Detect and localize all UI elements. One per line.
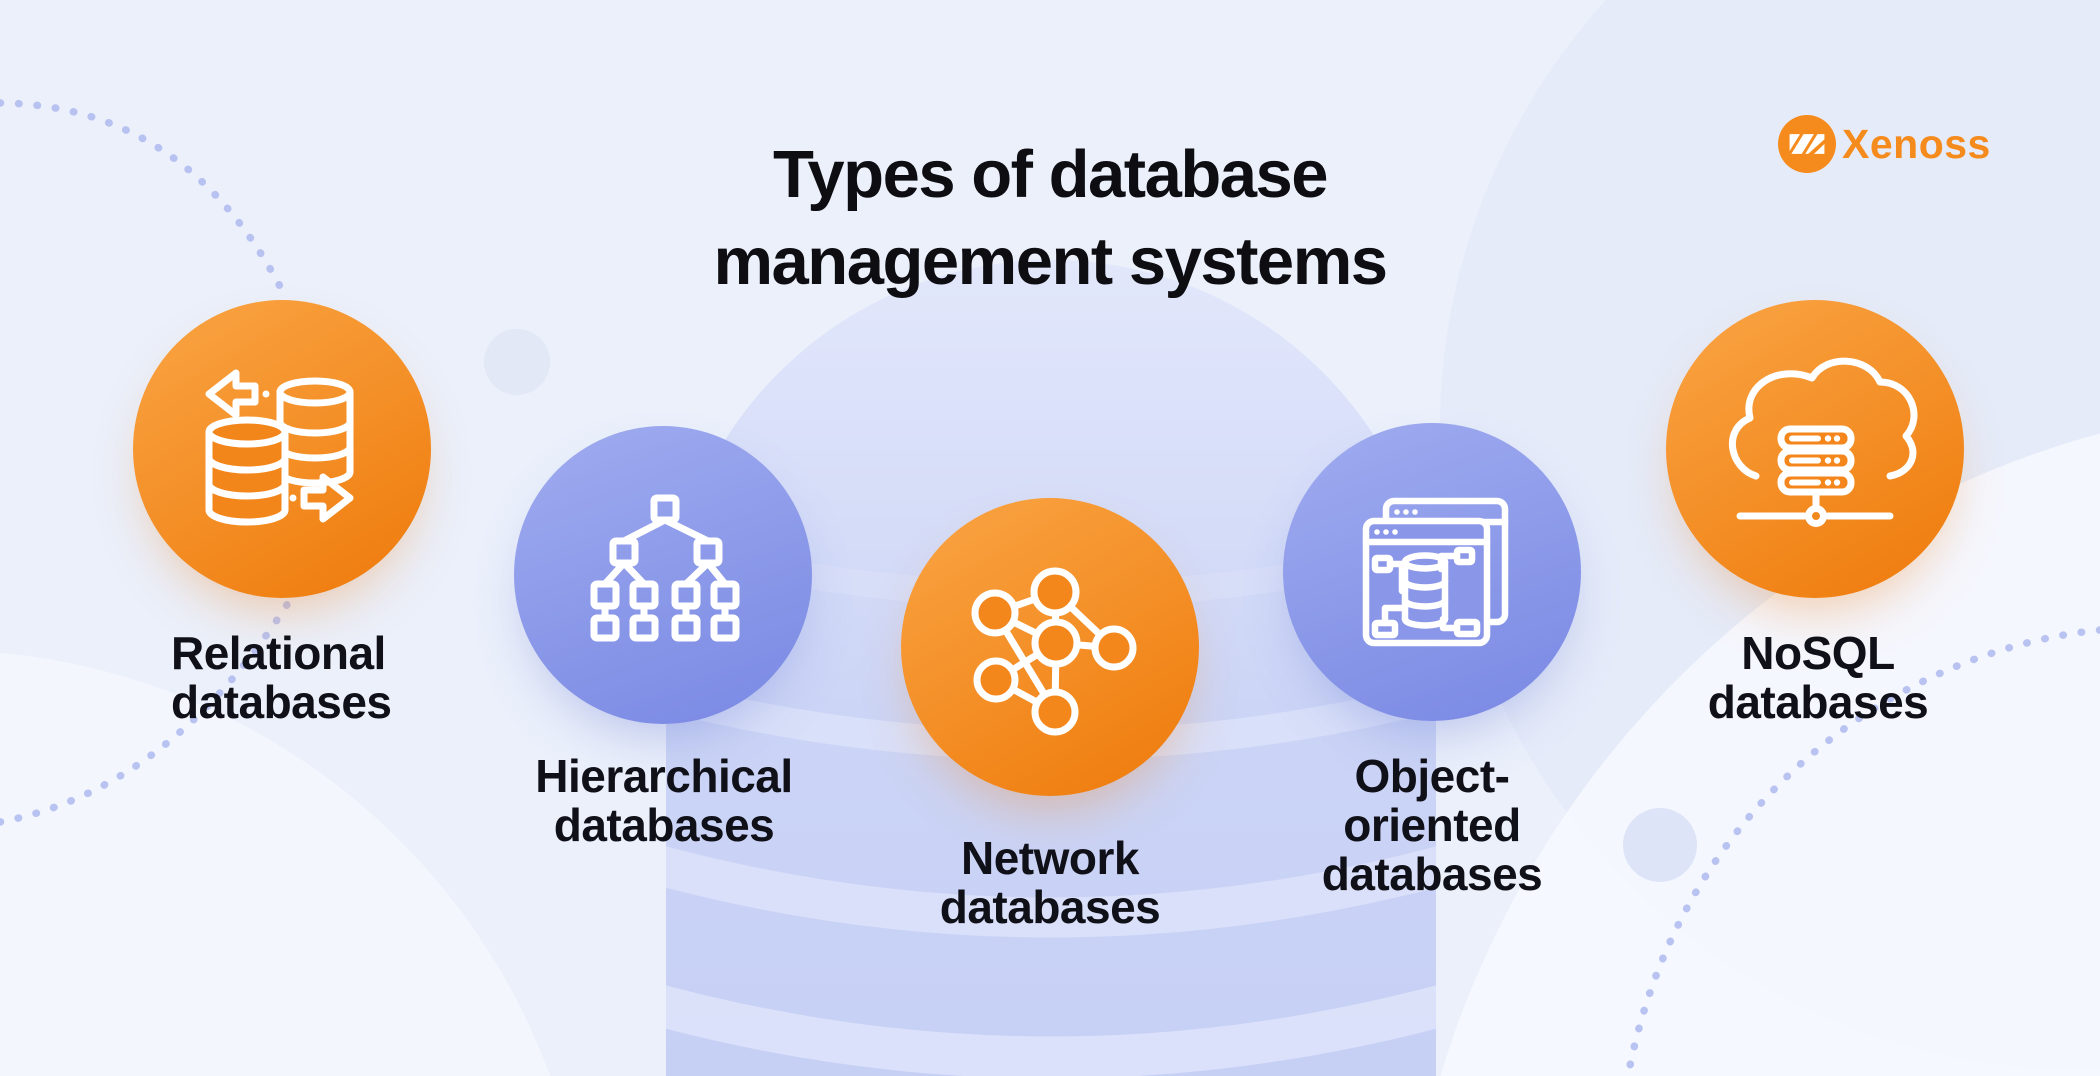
page-title-line-2: management systems [713,223,1388,299]
nosql-databases-circle [1666,300,1964,598]
hierarchical-databases-circle [514,426,812,724]
nosql-databases-label: NoSQL databases [1707,627,1929,728]
relational-databases-label: Relational databases [171,627,392,728]
network-databases-label: Network databases [939,832,1161,933]
small-circle-decoration [1623,808,1697,882]
relational-databases-circle [133,300,431,598]
xenoss-logo: Xenoss [1778,115,1991,173]
soft-blob-bottom-right [1440,433,2100,1076]
hierarchical-databases-label: Hierarchical databases [535,750,793,851]
object-oriented-databases-label: Object- oriented databases [1321,750,1543,900]
object-oriented-databases-circle [1283,423,1581,721]
xenoss-logo-mark-icon [1778,115,1836,173]
window-database-icon [1362,497,1509,647]
soft-blob-bottom-left [0,652,550,1076]
page-title-line-1: Types of database [772,136,1329,212]
network-databases-circle [901,498,1199,796]
page-title: Types of database management systems [0,131,2100,305]
small-circle-decoration [484,329,550,395]
cloud-server-icon [1729,357,1918,527]
dotted-arc-decoration [0,99,2100,1076]
database-sync-icon [205,369,354,526]
network-graph-icon [971,567,1137,736]
tree-structure-icon [590,494,740,642]
xenoss-logo-text: Xenoss [1842,120,1991,167]
